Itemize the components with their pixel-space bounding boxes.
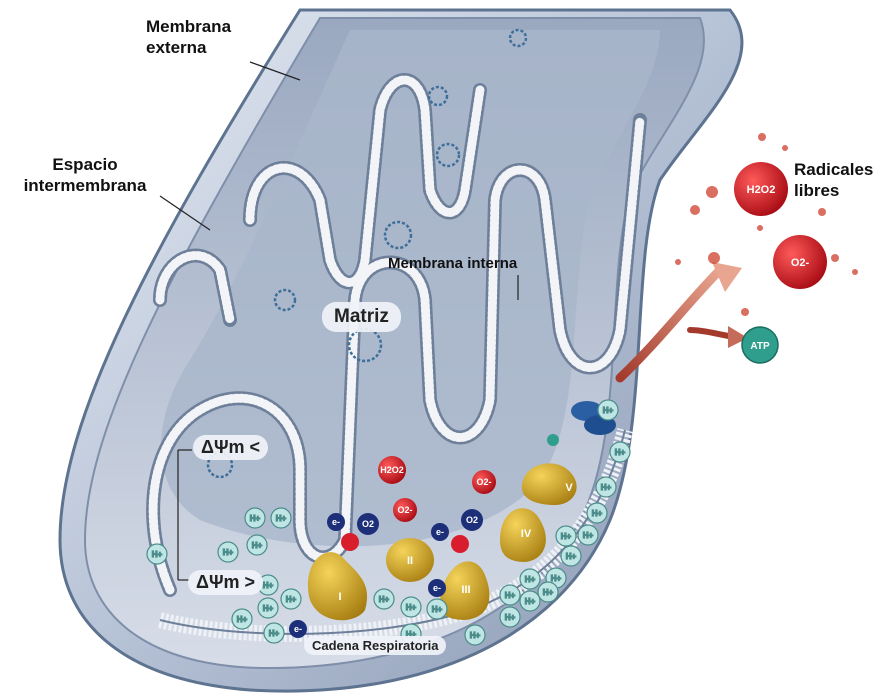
matrix-label: Matriz — [322, 302, 401, 332]
delta-psi-high-label: ΔΨm > — [188, 570, 263, 595]
proton-label: H+ — [561, 532, 572, 541]
proton-label: H+ — [592, 509, 603, 518]
proton-ball: H+ — [401, 597, 421, 617]
proton-ball: H+ — [578, 525, 598, 545]
proton-ball: H+ — [245, 508, 265, 528]
proton-label: H+ — [543, 588, 554, 597]
proton-label: H+ — [152, 550, 163, 559]
complex-iii-label: III — [461, 584, 470, 596]
proton-ball: H+ — [258, 598, 278, 618]
complex-i-label: I — [338, 591, 341, 603]
proton-ball: H+ — [147, 544, 167, 564]
o2-label-2: O2 — [466, 515, 478, 525]
proton-label: H+ — [276, 514, 287, 523]
proton-ball: H+ — [598, 400, 618, 420]
proton-ball: H+ — [561, 546, 581, 566]
proton-label: H+ — [551, 574, 562, 583]
proton-ball: H+ — [538, 582, 558, 602]
proton-label: H+ — [505, 613, 516, 622]
proton-label: H+ — [505, 591, 516, 600]
proton-label: H+ — [601, 483, 612, 492]
proton-ball: H+ — [232, 609, 252, 629]
proton-label: H+ — [379, 595, 390, 604]
respiratory-chain-label: Cadena Respiratoria — [304, 636, 446, 655]
proton-label: H+ — [263, 581, 274, 590]
proton-label: H+ — [252, 541, 263, 550]
proton-ball: H+ — [374, 589, 394, 609]
proton-ball: H+ — [556, 526, 576, 546]
proton-label: H+ — [525, 597, 536, 606]
complex-v-label: V — [565, 482, 573, 494]
o2-label-1: O2 — [362, 519, 374, 529]
proton-label: H+ — [223, 548, 234, 557]
small-green-molecule — [547, 434, 559, 446]
complex-iv-label: IV — [521, 528, 532, 540]
proton-ball: H+ — [247, 535, 267, 555]
proton-label: H+ — [470, 631, 481, 640]
h2o2-small-label: H2O2 — [380, 465, 404, 475]
proton-label: H+ — [286, 595, 297, 604]
proton-label: H+ — [269, 629, 280, 638]
proton-ball: H+ — [218, 542, 238, 562]
o2minus-small-label-2: O2- — [476, 477, 491, 487]
proton-label: H+ — [263, 604, 274, 613]
electron-label-4: e- — [294, 624, 302, 634]
electron-label-3: e- — [433, 583, 441, 593]
proton-ball: H+ — [427, 599, 447, 619]
proton-label: H+ — [583, 531, 594, 540]
proton-label: H+ — [615, 448, 626, 457]
proton-label: H+ — [237, 615, 248, 624]
electron-label-2: e- — [436, 527, 444, 537]
proton-ball: H+ — [264, 623, 284, 643]
proton-label: H+ — [406, 603, 417, 612]
proton-ball: H+ — [271, 508, 291, 528]
proton-label: H+ — [250, 514, 261, 523]
outer-membrane-label: Membrana externa — [146, 16, 256, 58]
atp-label: ATP — [750, 341, 770, 352]
proton-label: H+ — [566, 552, 577, 561]
proton-ball: H+ — [500, 585, 520, 605]
delta-psi-low-label: ΔΨm < — [193, 435, 268, 460]
inner-membrane-label: Membrana interna — [388, 255, 517, 272]
proton-label: H+ — [603, 406, 614, 415]
proton-ball: H+ — [500, 607, 520, 627]
proton-ball: H+ — [596, 477, 616, 497]
complex-ii-label: II — [407, 555, 413, 567]
proton-label: H+ — [432, 605, 443, 614]
proton-ball: H+ — [281, 589, 301, 609]
proton-ball: H+ — [520, 569, 540, 589]
h2o2-big-label: H2O2 — [747, 184, 776, 196]
proton-ball: H+ — [610, 442, 630, 462]
electron-label-1: e- — [332, 517, 340, 527]
proton-ball: H+ — [587, 503, 607, 523]
intermembrane-space-label: Espacio intermembrana — [10, 154, 160, 196]
o2minus-small-label-1: O2- — [397, 505, 412, 515]
o2minus-big-label: O2- — [791, 257, 810, 269]
proton-ball: H+ — [465, 625, 485, 645]
proton-label: H+ — [525, 575, 536, 584]
proton-ball: H+ — [520, 591, 540, 611]
free-radicals-label: Radicales libres — [794, 159, 894, 201]
